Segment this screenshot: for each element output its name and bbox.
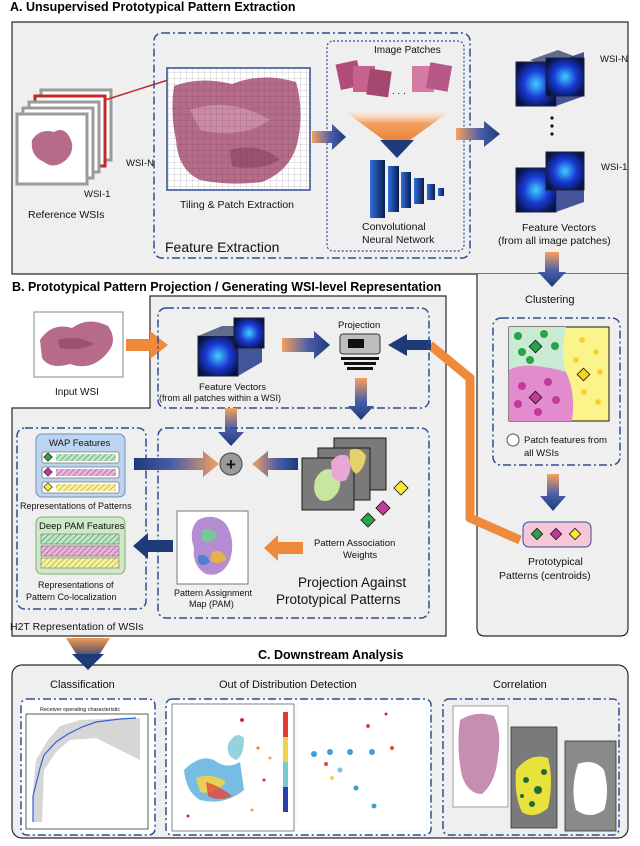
legend-label-line1: Patch features from [524,435,607,446]
arrow-prototypes-head [388,334,407,356]
projection-label: Projection [338,320,380,331]
ood-scatter-right [295,703,428,832]
section-c-title: C. Downstream Analysis [258,648,403,662]
prototypes-label-line2: Patterns (centroids) [499,570,591,582]
roc-title: Receiver operating characteristic [40,707,120,713]
wsi-feature-sublabel: (from all patches within a WSI) [159,393,281,403]
deep-pam-bars [40,533,120,569]
paw-label-line2: Weights [343,550,377,561]
wsi-feature-cube [197,317,265,377]
cnn-label-line1: Convolutional [362,221,426,233]
input-wsi-label: Input WSI [55,387,99,398]
arrow-to-prototypes [540,474,566,511]
prototype-yellow-icon [568,527,582,541]
feature-cube-top [515,50,585,107]
wap-features-card [35,433,126,498]
prototypes-label-line1: Prototypical [528,556,583,568]
correlation-title: Correlation [493,679,547,691]
arrow-projection-down [348,378,374,420]
deep-pam-label: Deep PAM Features [39,521,125,532]
projection-against-title-line1: Projection Against [298,575,406,590]
feature-vectors-sublabel: (from all image patches) [498,235,611,247]
arrow-prototypes-to-projection [427,341,522,545]
paw-image-stack [301,437,387,511]
feature-vectors-label: Feature Vectors [522,222,596,234]
wap-bars [41,451,120,494]
arrow-plus-to-wap [134,451,219,477]
section-b-title: B. Prototypical Pattern Projection / Gen… [12,280,441,294]
pam-label-line1: Pattern Assignment [174,588,253,598]
legend-label-line2: all WSIs [524,448,559,459]
ood-scatter-left [171,703,295,832]
rep-coloc-label-line1: Representations of [38,580,114,590]
panel-right-outline [476,274,629,637]
patches-ellipsis: . . . [392,86,406,97]
arrow-features-to-projection [282,331,330,359]
plus-operator-symbol: + [226,455,236,474]
ood-title: Out of Distribution Detection [219,679,357,691]
wsi-connector-line [104,79,169,101]
plus-operator [219,452,243,476]
rep-patterns-label: Representations of Patterns [20,501,132,511]
image-patch-tiles [335,59,453,98]
prototype-pink-icon [549,527,563,541]
arrow-cnn-to-features [456,121,500,147]
legend-circle-icon [506,433,520,447]
pam-label-line2: Map (PAM) [189,599,234,609]
arrow-to-clustering [538,252,566,287]
projector-icon [339,333,381,370]
prototype-green-icon [530,527,544,541]
cnn-label-line2: Neural Network [362,234,435,246]
feature-dots [550,116,554,136]
pam-image [191,516,233,575]
arrow-paw-to-plus [252,451,298,477]
funnel-arrow-head [380,140,414,158]
wap-features-label: WAP Features [49,438,110,449]
arrow-h2t-head [72,654,104,670]
classification-title: Classification [50,679,115,691]
tiled-wsi [166,67,311,191]
correlation-images [452,705,617,832]
wsi-1-label: WSI-1 [84,189,110,200]
feature-wsi-n-label: WSI-N [600,54,628,65]
paw-diamonds [360,480,409,528]
h2t-box [16,427,147,610]
h2t-label: H2T Representation of WSIs [10,621,143,633]
input-wsi-tissue [40,321,113,367]
clustering-title: Clustering [525,294,575,306]
arrow-features-down [218,408,244,446]
correlation-box [442,698,620,836]
wsi-n-label: WSI-N [126,158,154,169]
cnn-box [326,40,465,252]
projection-region-box [157,307,430,409]
projection-against-title-line2: Prototypical Patterns [276,592,401,607]
feature-cube-bottom [515,151,585,213]
feature-extraction-box [153,32,471,259]
image-patches-label: Image Patches [374,45,441,56]
cnn-layers [370,160,444,218]
section-a-title: A. Unsupervised Prototypical Pattern Ext… [10,0,296,14]
cluster-plot [508,326,610,422]
roc-chart: Receiver operating characteristic [25,707,149,830]
rep-coloc-label-line2: Pattern Co-localization [26,592,117,602]
tiling-label: Tiling & Patch Extraction [180,199,294,211]
wsi-feature-label: Feature Vectors [199,382,266,393]
arrow-prototypes-neck [405,340,431,350]
projection-against-box [157,427,430,619]
reference-wsis-label: Reference WSIs [28,209,104,221]
arrow-wsi-to-cnn [312,124,346,150]
arrow-pam-to-deep [133,533,173,559]
paw-label-line1: Pattern Association [314,538,395,549]
feature-extraction-label: Feature Extraction [165,239,279,255]
cnn-funnel [340,108,454,146]
feature-wsi-1-label: WSI-1 [601,162,627,173]
arrow-paw-to-pam [264,535,303,561]
reference-wsi-stack [15,88,113,186]
clustering-box [492,317,621,466]
